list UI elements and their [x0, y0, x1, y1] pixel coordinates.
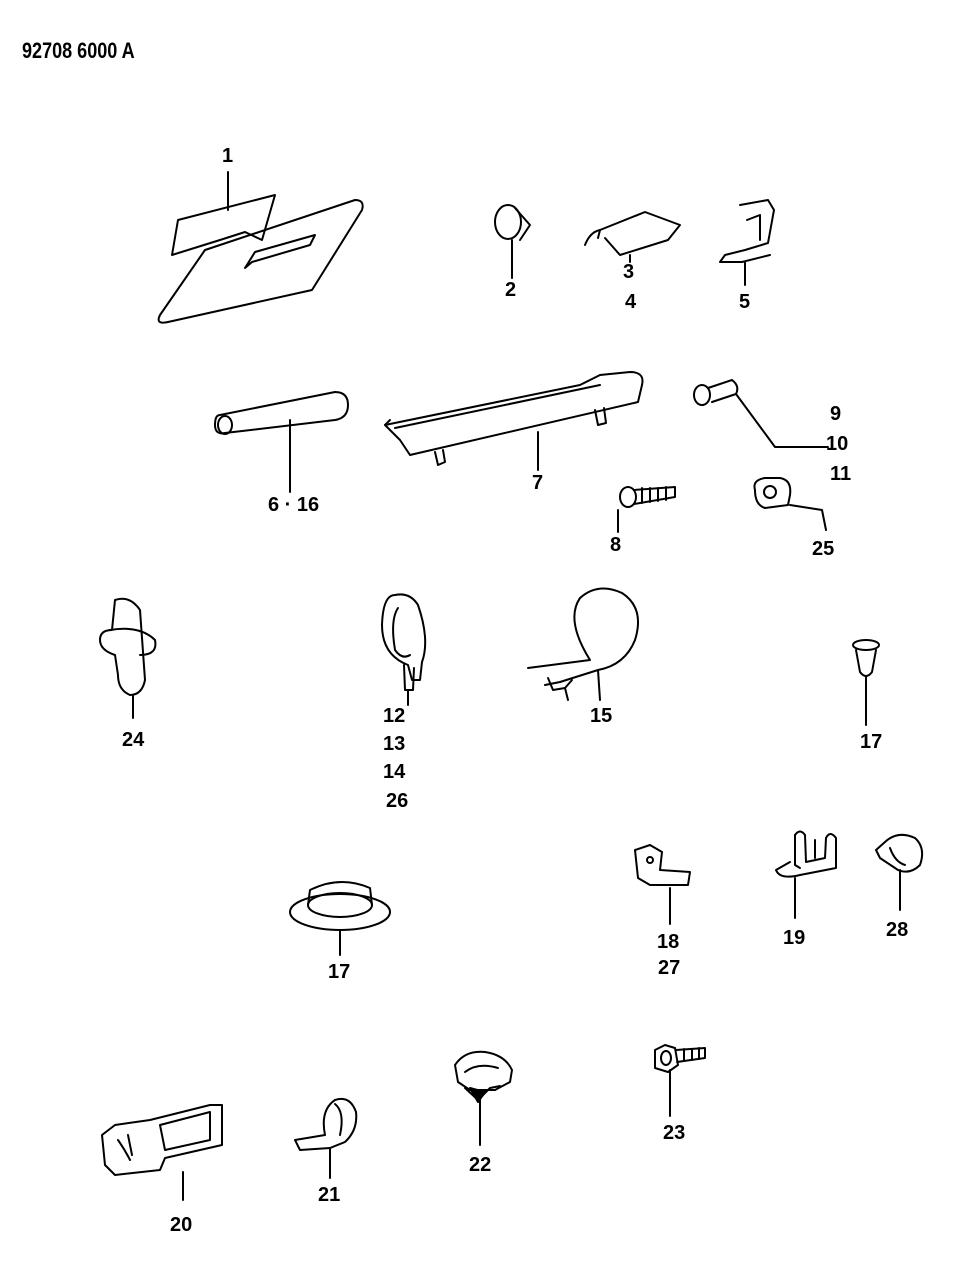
part-7-channel — [384, 371, 644, 471]
part-5-bracket — [719, 199, 775, 286]
callout-14: 14 — [383, 761, 406, 783]
callout-12: 12 — [383, 705, 406, 727]
part-17-pin — [852, 639, 880, 726]
callout-17-pin: 17 — [860, 731, 883, 753]
part-8-screw — [617, 486, 676, 533]
callout-1: 1 — [222, 145, 234, 167]
callout-22: 22 — [469, 1154, 492, 1176]
part-19-bracket — [775, 830, 837, 919]
callout-18: 18 — [657, 931, 680, 953]
part-3-bracket — [584, 211, 681, 263]
callout-20: 20 — [170, 1214, 193, 1236]
callout-21: 21 — [318, 1184, 341, 1206]
part-2-clip — [494, 204, 531, 279]
part-6-rod — [214, 391, 349, 493]
callout-3: 3 — [623, 261, 635, 283]
part-21-clip — [294, 1097, 358, 1179]
part-9-screw — [693, 379, 829, 448]
callout-10: 10 — [826, 433, 849, 455]
part-1-plate — [157, 171, 364, 324]
callout-27: 27 — [658, 957, 681, 979]
callout-23: 23 — [663, 1122, 686, 1144]
callout-7: 7 — [532, 472, 544, 494]
callout-19: 19 — [783, 927, 806, 949]
part-20-bracket — [101, 1104, 223, 1201]
callout-15: 15 — [590, 705, 613, 727]
part-28-clip — [875, 833, 924, 911]
callout-11: 11 — [830, 463, 852, 485]
diagram-code: 92708 6000 A — [22, 38, 135, 63]
part-17-ring — [289, 880, 391, 956]
callout-28: 28 — [886, 919, 909, 941]
callout-24: 24 — [122, 729, 145, 751]
part-24-grommet — [99, 597, 157, 719]
part-22-clip — [454, 1050, 513, 1146]
part-23-bolt — [654, 1044, 706, 1117]
part-12-strap — [381, 593, 427, 706]
part-15-clamp — [527, 587, 639, 701]
part-25-nut — [753, 477, 827, 531]
callout-9: 9 — [830, 403, 842, 425]
callout-6-16: 6 · 16 — [268, 494, 320, 516]
callout-2: 2 — [505, 279, 517, 301]
callout-13: 13 — [383, 733, 406, 755]
callout-8: 8 — [610, 534, 622, 556]
callout-26: 26 — [386, 790, 409, 812]
callout-4: 4 — [625, 291, 637, 313]
callout-25: 25 — [812, 538, 835, 560]
part-18-bracket — [634, 844, 691, 925]
callout-5: 5 — [739, 291, 751, 313]
callout-17-ring: 17 — [328, 961, 351, 983]
